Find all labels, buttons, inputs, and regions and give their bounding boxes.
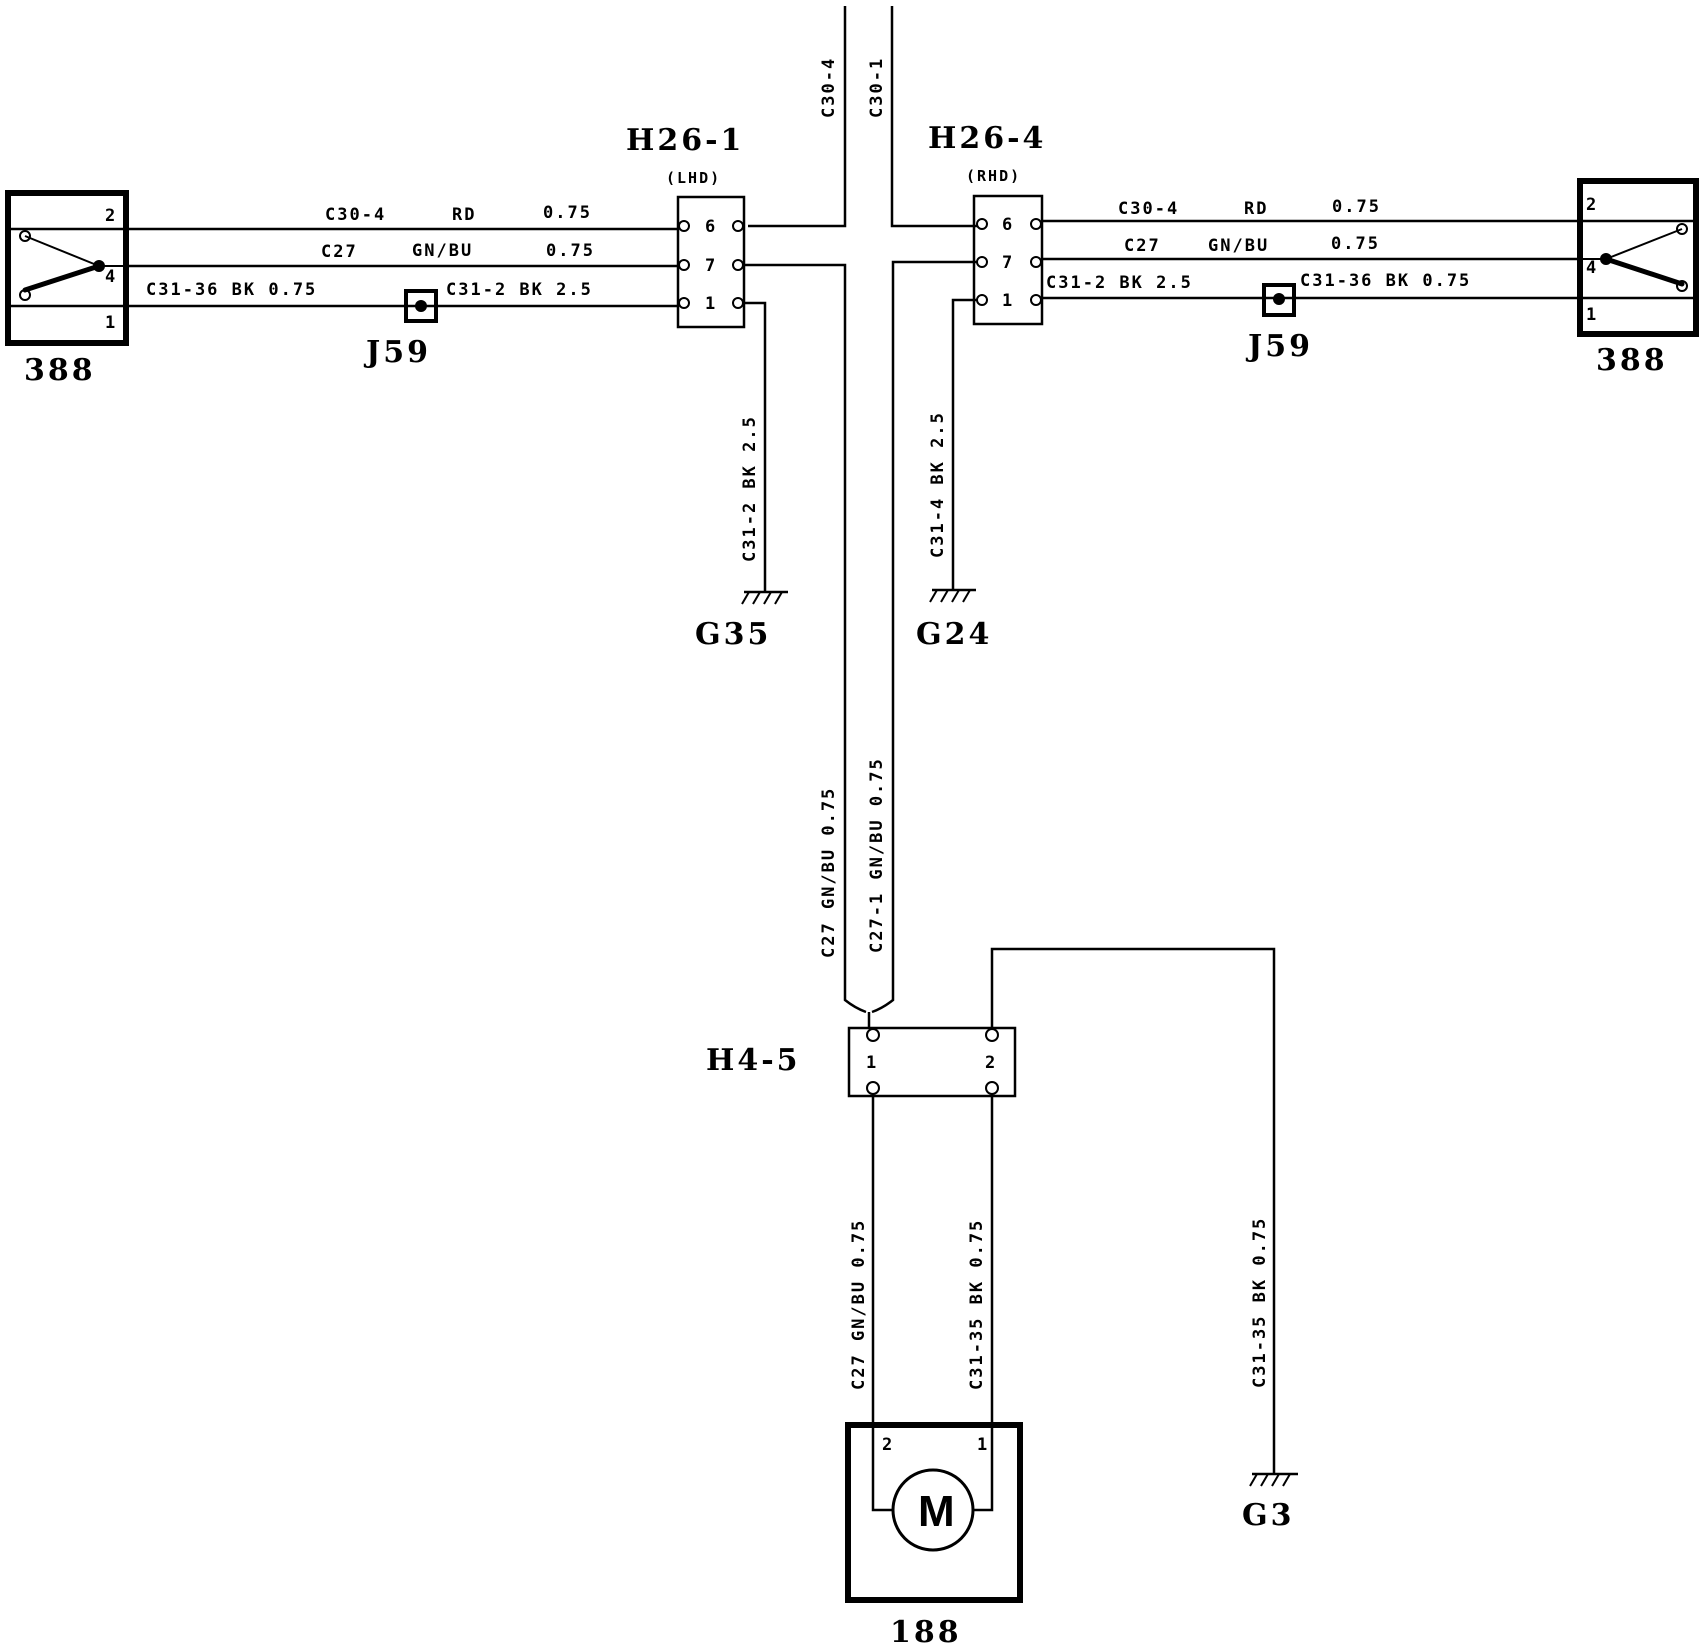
- switch-left-ref: 388: [24, 353, 96, 388]
- switch-388-right: [1577, 178, 1699, 337]
- wire-label-right-row2-size: 0.75: [1331, 234, 1380, 254]
- wire-label-right-row1-size: 0.75: [1332, 197, 1381, 217]
- switch-right-ref: 388: [1596, 343, 1668, 378]
- motor-pin-1: 1: [977, 1435, 987, 1455]
- connector-h26-4-ref: H26-4: [928, 121, 1046, 156]
- ground-symbol-g35: [741, 590, 788, 605]
- h4-5-pin-2: 2: [985, 1053, 995, 1073]
- wire-label-motor-pin2: C27 GN/BU 0.75: [849, 1219, 869, 1390]
- wire-label-g24: C31-4 BK 2.5: [928, 411, 948, 558]
- wire-label-left-row2-size: 0.75: [546, 241, 595, 261]
- wire-label-g3: C31-35 BK 0.75: [1250, 1217, 1270, 1388]
- switch-left-pin-2: 2: [105, 206, 115, 226]
- motor-symbol: M: [918, 1487, 955, 1536]
- trunk-wires: [743, 260, 977, 1028]
- motor-feed-wires: [871, 1094, 994, 1427]
- top-feed-wires: [748, 6, 987, 228]
- connector-h4-5: [847, 1026, 1017, 1098]
- wire-label-trunk-left: C27 GN/BU 0.75: [819, 787, 839, 958]
- motor-ref: 188: [890, 1615, 962, 1648]
- ground-g35-ref: G35: [695, 617, 771, 652]
- wire-label-trunk-right: C27-1 GN/BU 0.75: [867, 757, 887, 953]
- wire-label-left-row3b: C31-2 BK 2.5: [446, 280, 593, 300]
- wire-label-motor-pin1: C31-35 BK 0.75: [967, 1219, 987, 1390]
- wire-label-right-row3a: C31-2 BK 2.5: [1046, 273, 1193, 293]
- connector-h26-1: [676, 195, 746, 329]
- splice-left-ref: J59: [363, 335, 431, 370]
- motor-188: [845, 1422, 1023, 1603]
- wire-label-top-c30-4: C30-4: [819, 57, 839, 118]
- wire-label-left-row2-color: GN/BU: [412, 241, 473, 261]
- h26-4-pin-6: 6: [1002, 215, 1012, 235]
- switch-right-pin-4: 4: [1586, 258, 1596, 278]
- wire-label-left-row2-circuit: C27: [321, 242, 358, 262]
- wire-h26-4-to-g24: [951, 298, 977, 590]
- splice-j59-right: [1262, 283, 1296, 317]
- right-harness-wires: [1042, 219, 1580, 300]
- wire-label-left-row1-size: 0.75: [543, 203, 592, 223]
- h4-5-pin-1: 1: [866, 1053, 876, 1073]
- left-harness-wires: [126, 227, 678, 308]
- wire-label-left-row1-circuit: C30-4: [325, 205, 386, 225]
- ground-g3-ref: G3: [1242, 1498, 1295, 1533]
- wire-label-right-row1-color: RD: [1244, 199, 1268, 219]
- switch-right-pin-1: 1: [1586, 305, 1596, 325]
- h26-1-pin-1: 1: [705, 294, 715, 314]
- connector-h26-1-ref: H26-1: [626, 123, 744, 158]
- h26-4-pin-7: 7: [1002, 253, 1012, 273]
- splice-j59-left: [404, 289, 438, 323]
- h26-4-pin-1: 1: [1002, 291, 1012, 311]
- wire-label-right-row2-color: GN/BU: [1208, 236, 1269, 256]
- ground-symbol-g3: [1249, 1472, 1298, 1487]
- wire-label-right-row2-circuit: C27: [1124, 236, 1161, 256]
- connector-h4-5-ref: H4-5: [706, 1043, 801, 1078]
- splice-right-ref: J59: [1245, 329, 1313, 364]
- wire-h4-5-to-g3: [990, 947, 1276, 1474]
- connector-h26-1-variant: (LHD): [666, 169, 721, 187]
- switch-388-left: [5, 190, 129, 346]
- switch-left-pin-1: 1: [105, 313, 115, 333]
- wire-h26-1-to-g35: [743, 301, 767, 592]
- h26-1-pin-7: 7: [705, 256, 715, 276]
- wire-label-g35: C31-2 BK 2.5: [740, 415, 760, 562]
- wire-label-left-row1-color: RD: [452, 205, 476, 225]
- wire-label-top-c30-1: C30-1: [867, 57, 887, 118]
- ground-symbol-g24: [929, 588, 976, 603]
- switch-right-pin-2: 2: [1586, 195, 1596, 215]
- ground-g24-ref: G24: [916, 617, 992, 652]
- motor-pin-2: 2: [882, 1435, 892, 1455]
- wire-label-left-row3a: C31-36 BK 0.75: [146, 280, 317, 300]
- switch-left-pin-4: 4: [105, 267, 115, 287]
- wire-label-right-row1-circuit: C30-4: [1118, 199, 1179, 219]
- wire-label-right-row3b: C31-36 BK 0.75: [1300, 271, 1471, 291]
- h26-1-pin-6: 6: [705, 217, 715, 237]
- connector-h26-4-variant: (RHD): [966, 167, 1021, 185]
